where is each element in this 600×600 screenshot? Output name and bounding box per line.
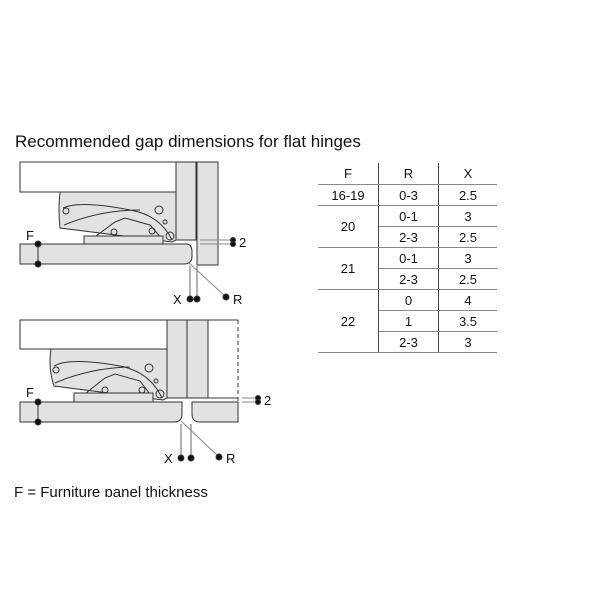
cell-x: 3.5 [438,310,497,332]
table-row: 21 0-1 3 [318,247,497,290]
cell-r: 2-3 [378,226,439,248]
gap-label: 2 [264,393,271,408]
table-header-row: F R X [318,163,497,185]
hinge-diagram-1 [19,161,236,303]
cell-r: 0 [378,289,439,311]
table-row: 16-19 0-3 2.5 [318,184,497,206]
header-x: X [438,163,497,185]
cell-f: 21 [318,247,379,290]
table-row: 2-3 3 [318,331,497,353]
header-f: F [318,163,379,185]
cell-f: 22 [318,289,379,353]
footnote-container: F = Furniture panel thickness [14,484,314,497]
table-row: 2-3 2.5 [318,226,497,248]
top-panel [19,161,177,193]
table-row: 1 3.5 [318,310,497,332]
gap-dimensions-table: F R X 16-19 0-3 2.5 20 0-1 3 2-3 2.5 21 … [318,163,497,353]
cell-x: 4 [438,289,497,311]
table-row: 22 0 4 [318,289,497,353]
cell-r: 2-3 [378,268,439,290]
r-label: R [226,451,235,466]
cell-x: 3 [438,331,497,353]
top-panel [19,319,168,350]
cell-x: 3 [438,247,497,269]
cell-x: 2.5 [438,268,497,290]
cell-x: 2.5 [438,226,497,248]
cell-r: 0-1 [378,247,439,269]
side-panel-inner [166,319,188,399]
hinge-diagram-2 [19,319,261,462]
mounting-plate [73,392,154,403]
hinge-arm [62,203,173,241]
hinge-arm [53,361,163,399]
hinge-body [49,348,168,401]
page-title: Recommended gap dimensions for flat hing… [15,132,361,151]
f-label: F [26,228,34,243]
side-panel-outer [196,161,219,266]
door-panel-left [19,401,183,423]
table-row: 2-3 2.5 [318,268,497,290]
cell-r: 0-1 [378,205,439,227]
table-row: 20 0-1 3 [318,205,497,248]
cell-f: 20 [318,205,379,248]
f-label: F [26,385,34,400]
cell-x: 3 [438,205,497,227]
x-label: X [164,451,173,466]
cell-r: 0-3 [378,184,439,206]
cell-r: 2-3 [378,331,439,353]
door-panel-right [191,401,239,423]
door-panel [19,243,193,265]
x-label: X [173,292,182,307]
mounting-plate [83,235,164,245]
footnote: F = Furniture panel thickness [14,484,208,497]
side-panel-inner [175,161,197,241]
cell-x: 2.5 [438,184,497,206]
f-dot [34,240,42,248]
f-dot [34,260,42,268]
gap-label: 2 [239,235,246,250]
header-r: R [378,163,439,185]
r-label: R [233,292,242,307]
cell-r: 1 [378,310,439,332]
cell-f: 16-19 [318,184,379,206]
side-panel-outer [186,319,209,399]
